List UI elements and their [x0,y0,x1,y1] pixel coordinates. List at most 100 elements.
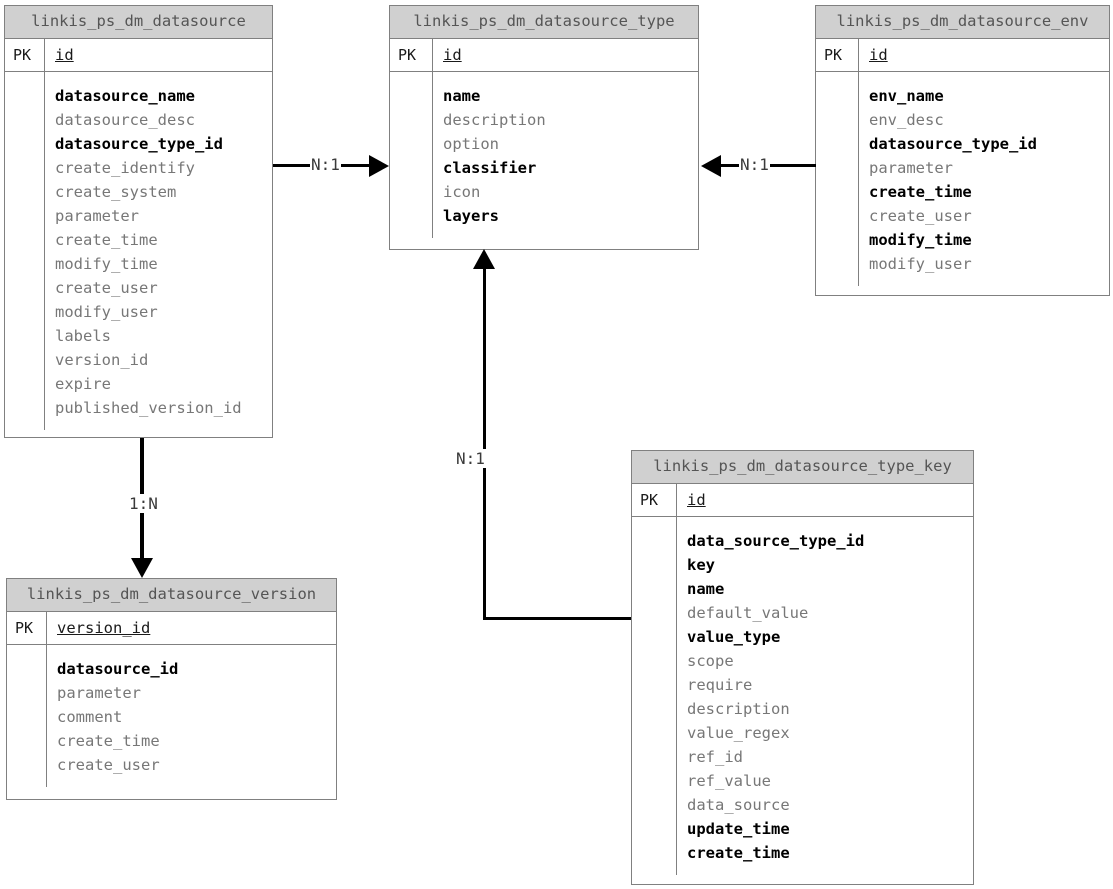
entity-pk-row: PK id [390,39,698,72]
attribute: ref_value [687,772,771,790]
attribute: env_name [869,87,944,105]
attribute: layers [443,207,499,225]
attr-gutter [7,645,47,787]
connector-typekey-to-type-vline [483,268,486,620]
attribute: modify_user [55,303,158,321]
attribute-list: env_name env_desc datasource_type_id par… [859,72,1037,286]
attribute: comment [57,708,123,726]
attribute: modify_time [55,255,158,273]
attribute: value_regex [687,724,790,742]
attribute: value_type [687,628,781,646]
attr-gutter [632,517,677,875]
attribute: create_user [55,279,158,297]
cardinality-label-datasource-to-type: N:1 [310,155,341,174]
entity-title: linkis_ps_dm_datasource_version [7,579,336,612]
pk-field-name: id [55,46,74,64]
entity-pk-row: PK version_id [7,612,336,645]
pk-label: PK [7,612,47,644]
attr-gutter [5,72,45,430]
entity-attr-row: datasource_id parameter comment create_t… [7,645,336,787]
cardinality-label-typekey-to-type: N:1 [455,449,486,468]
pk-label: PK [632,484,677,516]
pk-field: id [45,39,272,71]
entity-linkis-ps-dm-datasource-env[interactable]: linkis_ps_dm_datasource_env PK id env_na… [815,5,1110,296]
attribute: create_system [55,183,177,201]
attribute: create_time [55,231,158,249]
pk-field-name: id [869,46,888,64]
attribute: data_source_type_id [687,532,865,550]
pk-field: id [433,39,698,71]
pk-field: version_id [47,612,336,644]
attribute: create_time [57,732,160,750]
attribute: create_identify [55,159,195,177]
attribute: scope [687,652,734,670]
attribute: parameter [57,684,141,702]
attribute: expire [55,375,111,393]
attribute: create_user [869,207,972,225]
pk-label: PK [5,39,45,71]
entity-linkis-ps-dm-datasource-version[interactable]: linkis_ps_dm_datasource_version PK versi… [6,578,337,800]
attribute: create_time [687,844,790,862]
entity-title: linkis_ps_dm_datasource_type_key [632,451,973,484]
entity-attr-row: name description option classifier icon … [390,72,698,238]
attribute: icon [443,183,481,201]
pk-label: PK [390,39,433,71]
attribute: option [443,135,499,153]
attribute: parameter [55,207,139,225]
connector-typekey-to-type-hline [483,617,631,620]
attribute: key [687,556,715,574]
attribute: published_version_id [55,399,242,417]
pk-field: id [859,39,1109,71]
attribute: classifier [443,159,537,177]
attribute: parameter [869,159,953,177]
connector-datasource-to-version-arrowhead [131,558,153,578]
attribute-list: data_source_type_id key name default_val… [677,517,864,875]
pk-field-name: version_id [57,619,151,637]
connector-env-to-type-arrowhead [701,155,721,177]
entity-pk-row: PK id [816,39,1109,72]
cardinality-label-env-to-type: N:1 [739,155,770,174]
entity-attr-row: datasource_name datasource_desc datasour… [5,72,272,430]
attribute-list: datasource_id parameter comment create_t… [47,645,178,787]
attribute: modify_user [869,255,972,273]
entity-title: linkis_ps_dm_datasource_type [390,6,698,39]
attribute: labels [55,327,111,345]
attribute: datasource_id [57,660,179,678]
entity-linkis-ps-dm-datasource-type-key[interactable]: linkis_ps_dm_datasource_type_key PK id d… [631,450,974,885]
cardinality-label-datasource-to-version: 1:N [128,494,159,513]
attribute: ref_id [687,748,743,766]
pk-field-name: id [443,46,462,64]
attribute: update_time [687,820,790,838]
attr-gutter [390,72,433,238]
connector-typekey-to-type-arrowhead [473,249,495,269]
attribute: env_desc [869,111,944,129]
attribute: require [687,676,753,694]
entity-attr-row: data_source_type_id key name default_val… [632,517,973,875]
entity-title: linkis_ps_dm_datasource [5,6,272,39]
attribute: create_user [57,756,160,774]
entity-linkis-ps-dm-datasource-type[interactable]: linkis_ps_dm_datasource_type PK id name … [389,5,699,250]
entity-title: linkis_ps_dm_datasource_env [816,6,1109,39]
pk-label: PK [816,39,859,71]
attribute: default_value [687,604,809,622]
attribute: data_source [687,796,790,814]
attribute: name [687,580,725,598]
entity-attr-row: env_name env_desc datasource_type_id par… [816,72,1109,286]
attribute: datasource_desc [55,111,195,129]
attribute: version_id [55,351,149,369]
entity-linkis-ps-dm-datasource[interactable]: linkis_ps_dm_datasource PK id datasource… [4,5,273,438]
attribute-list: name description option classifier icon … [433,72,546,238]
entity-pk-row: PK id [632,484,973,517]
attribute: name [443,87,481,105]
attribute: datasource_type_id [869,135,1037,153]
attribute: create_time [869,183,972,201]
attr-gutter [816,72,859,286]
attribute: description [443,111,546,129]
attribute: modify_time [869,231,972,249]
pk-field: id [677,484,973,516]
connector-datasource-to-type-arrowhead [369,155,389,177]
attribute: datasource_type_id [55,135,223,153]
pk-field-name: id [687,491,706,509]
attribute: description [687,700,790,718]
